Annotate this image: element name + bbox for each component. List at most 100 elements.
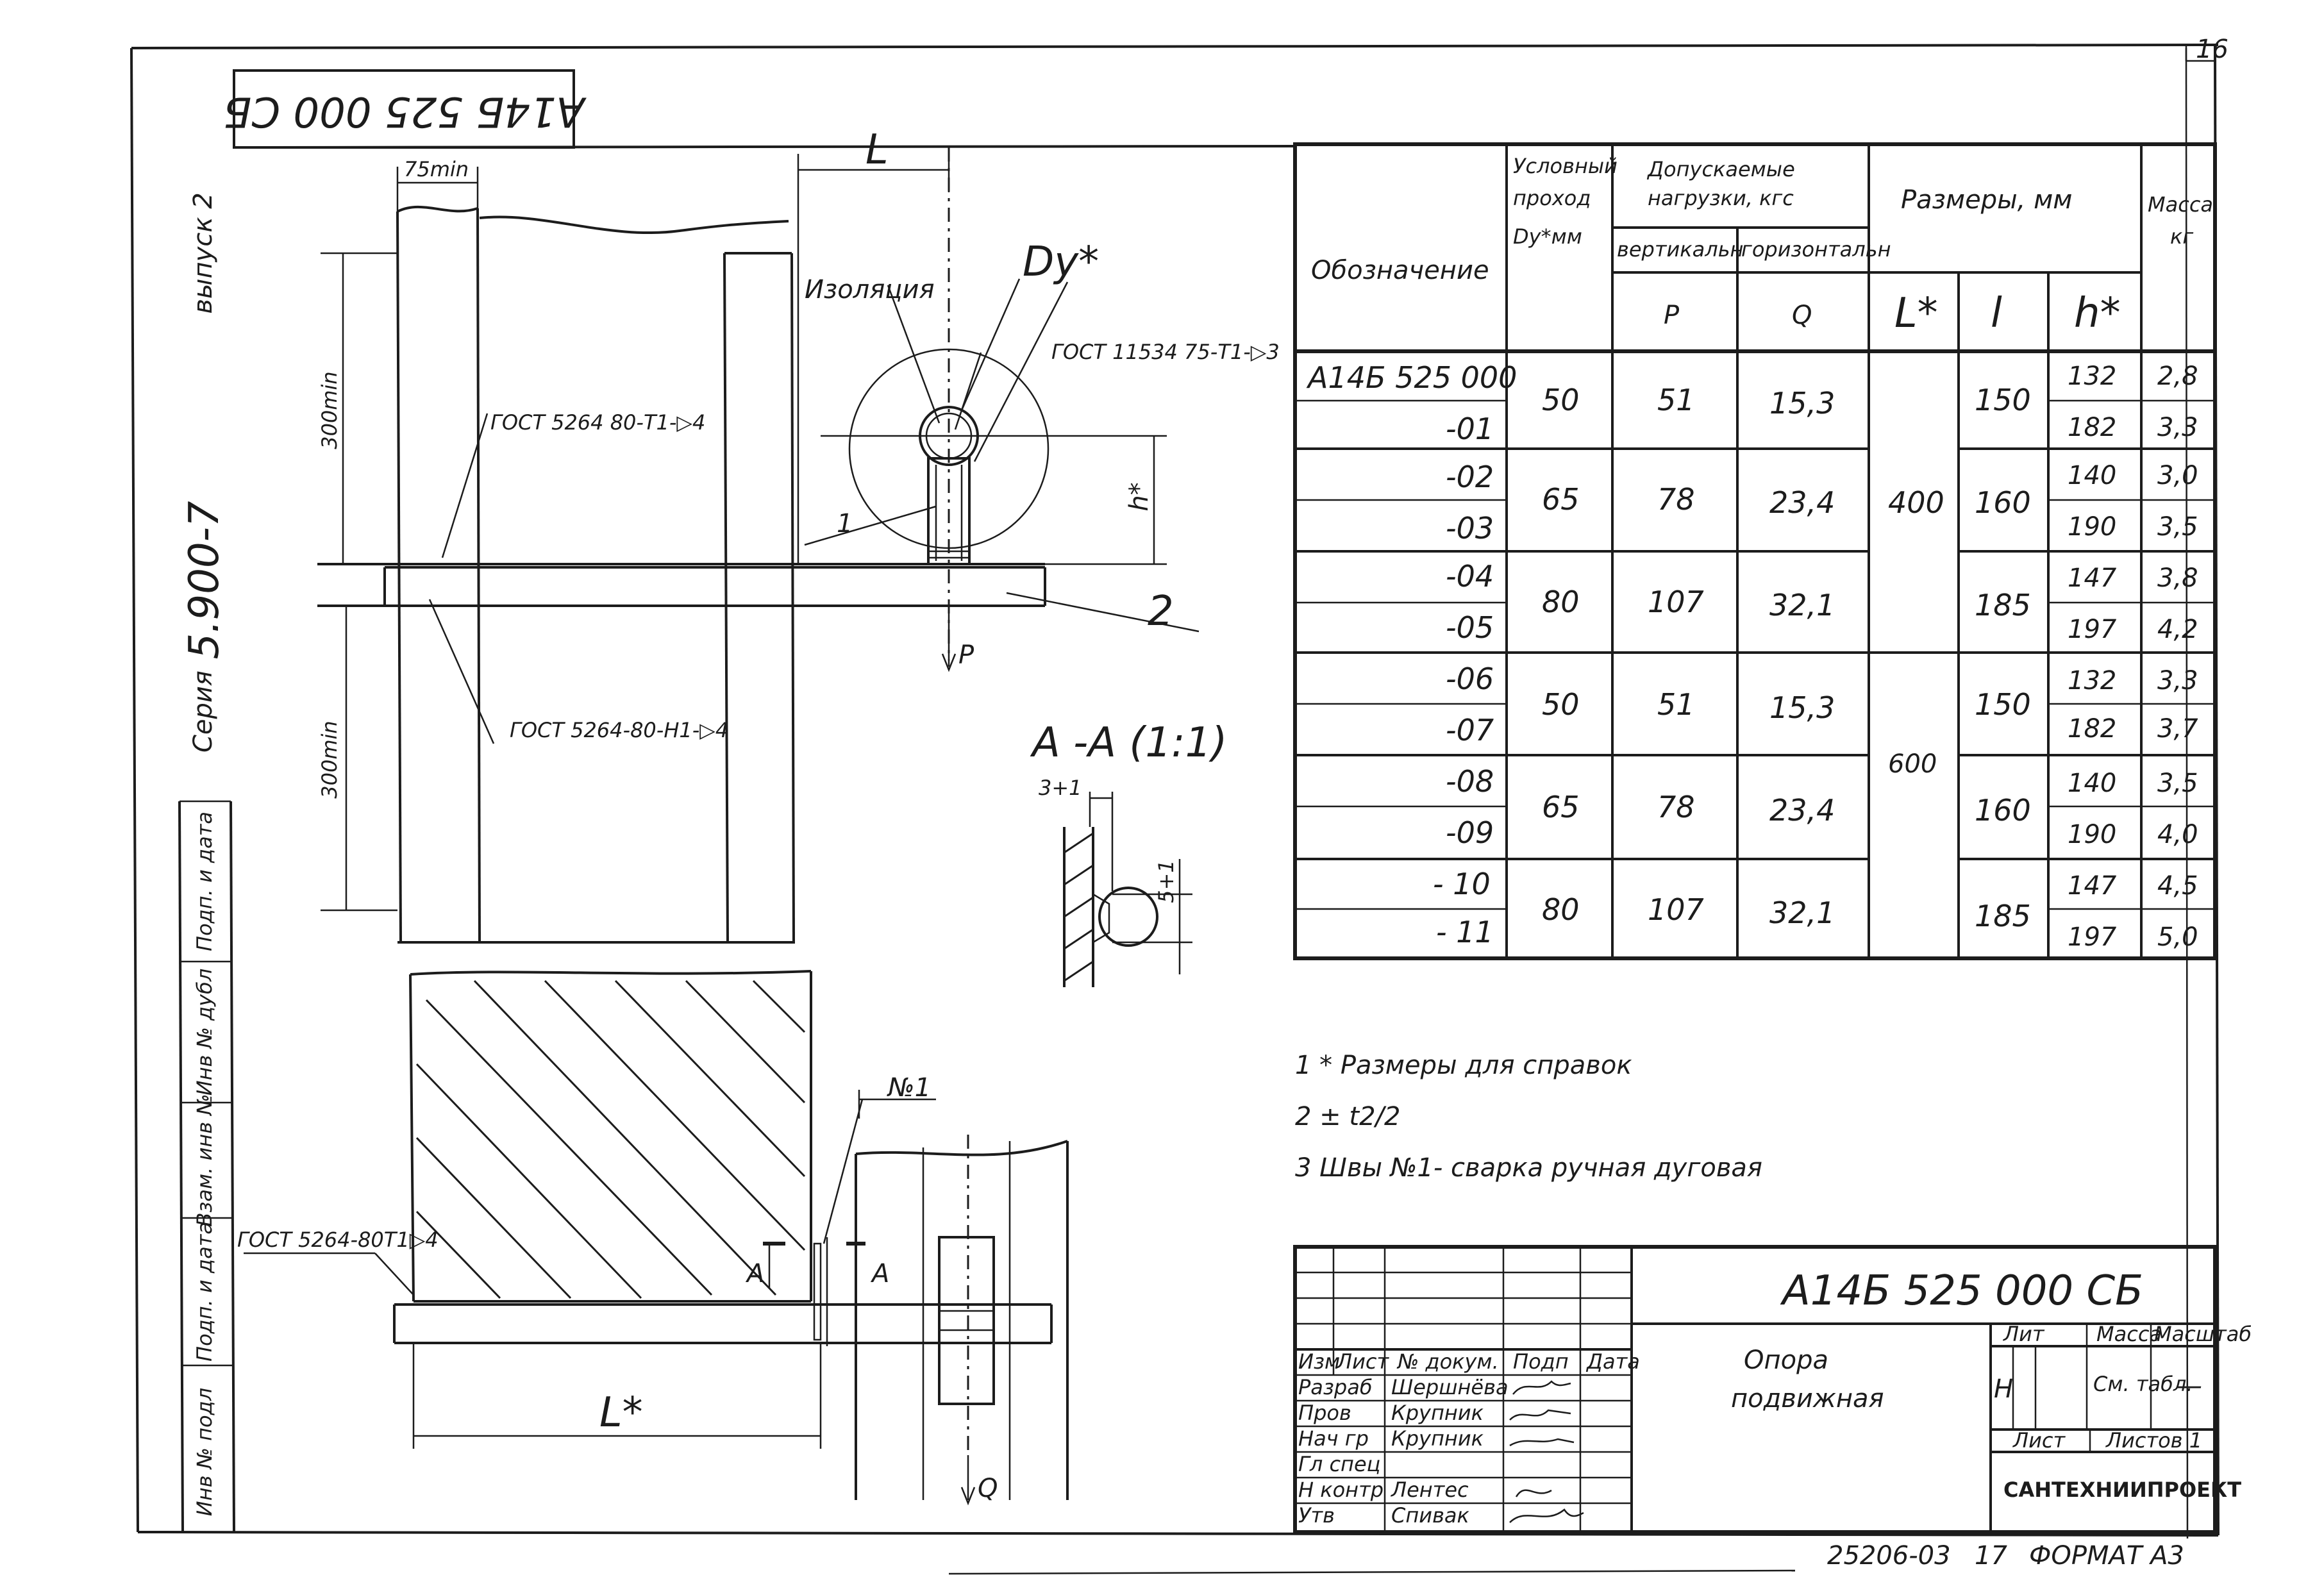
position-1: 1 [837, 509, 853, 538]
h-cell: 132 [2068, 666, 2116, 696]
col-h: 132 182 140 190 147 197 132 182 140 190 … [2068, 362, 2117, 952]
weld-no1: №1 [887, 1073, 931, 1103]
col-list: Лист [1336, 1349, 1389, 1374]
footer-doc: 25206-03 [1827, 1541, 1951, 1571]
stamp-podp-data-1: Подп. и дата [192, 1222, 217, 1362]
mass-cell: 3,5 [2157, 769, 2198, 798]
dn-cell: 65 [1542, 790, 1580, 824]
col-doc: № докум. [1396, 1349, 1499, 1374]
name-nach-gr: Крупник [1391, 1426, 1484, 1451]
insulation-label: Изоляция [805, 275, 935, 304]
l-cell: 150 [1975, 383, 2031, 417]
dim-dy: Dу* [1023, 238, 1099, 286]
hdr-loads-2: нагрузки, кгс [1648, 186, 1794, 210]
title-code: А14Б 525 000 СБ [1780, 1267, 2143, 1315]
weld-gost-bottom: ГОСТ 5264-80Т1▷4 [237, 1228, 439, 1252]
dn-cell: 65 [1542, 482, 1580, 517]
hdr-L: L* [1894, 290, 1938, 337]
lit-label: Лит [2003, 1322, 2045, 1346]
mass-cell: 3,0 [2157, 461, 2198, 490]
h-cell: 140 [2068, 769, 2116, 798]
hdr-loads-1: Допускаемые [1646, 157, 1795, 181]
position-2: 2 [1148, 588, 1174, 635]
col-podp: Подп [1513, 1349, 1569, 1374]
designation-cell: -02 [1446, 460, 1494, 494]
spec-table-grid [1293, 142, 2217, 960]
designation-cell: -03 [1446, 511, 1494, 546]
l-cell: 150 [1975, 687, 2031, 722]
section-a-a [1063, 792, 1192, 987]
dim-300-top: 300min [317, 371, 342, 449]
weld-gost-top: ГОСТ 11534 75-Т1-▷3 [1051, 340, 1280, 364]
role-utv: Утв [1298, 1503, 1335, 1528]
force-q: Q [978, 1474, 998, 1503]
dn-cell: 80 [1542, 892, 1580, 927]
designation-cell: - 10 [1433, 867, 1491, 901]
h-cell: 182 [2068, 714, 2116, 744]
mass-value: См. табл. [2093, 1372, 2193, 1396]
dn-cell: 50 [1542, 383, 1580, 417]
elevation-view [317, 147, 1200, 944]
dim-l-top: L [865, 126, 889, 174]
mass-cell: 3,8 [2157, 563, 2198, 593]
L-cell: 600 [1888, 749, 1937, 779]
mass-cell: 3,7 [2157, 714, 2198, 744]
scale-value: — [2177, 1371, 2202, 1401]
designation-cell: А14Б 525 000 [1306, 360, 1517, 395]
q-cell: 32,1 [1769, 896, 1835, 930]
h-cell: 197 [2068, 615, 2117, 644]
role-prov: Пров [1298, 1401, 1351, 1425]
weld-gost-left-2: ГОСТ 5264-80-Н1-▷4 [510, 718, 728, 742]
series-label: Серия [188, 671, 218, 753]
name-prov: Крупник [1391, 1401, 1484, 1425]
role-n-kontr: Н контр [1298, 1478, 1384, 1502]
title-block-grid [1293, 1245, 2217, 1534]
col-L: 400 600 [1888, 485, 1944, 779]
designation-cell: -07 [1446, 713, 1494, 747]
role-gl-spec: Гл спец [1298, 1452, 1380, 1476]
signatures [1509, 1380, 1584, 1523]
dim-75min: 75min [404, 157, 469, 181]
stamp-podp-data-2: Подп. и дата [192, 812, 217, 951]
mass-cell: 3,3 [2157, 666, 2198, 696]
name-utv: Спивак [1391, 1503, 1470, 1528]
stamp-vzam-inv: Взам. инв № [192, 1094, 217, 1226]
col-q: 15,3 23,4 32,1 15,3 23,4 32,1 [1769, 386, 1835, 930]
footer: 25206-03 17 ФОРМАТ А3 [948, 1541, 2184, 1575]
hdr-mass-1: Масса, [2148, 192, 2220, 217]
cut-a-left: А [745, 1259, 764, 1288]
title-col-headers: Изм Лист № докум. Подп Дата [1298, 1349, 1640, 1374]
q-cell: 32,1 [1769, 588, 1835, 622]
hdr-designation: Обозначение [1311, 256, 1489, 285]
designation-cell: -09 [1446, 815, 1494, 850]
footer-format: ФОРМАТ А3 [2029, 1541, 2184, 1571]
h-cell: 190 [2068, 512, 2116, 542]
p-cell: 107 [1648, 585, 1704, 619]
hdr-h: h* [2074, 290, 2121, 337]
p-cell: 78 [1657, 790, 1695, 824]
role-nach-gr: Нач гр [1298, 1426, 1369, 1451]
L-cell: 400 [1888, 485, 1944, 520]
designation-cell: - 11 [1436, 915, 1494, 949]
h-cell: 140 [2068, 461, 2116, 490]
dim-L-star: L* [599, 1389, 643, 1437]
q-cell: 15,3 [1769, 386, 1835, 421]
dim-h-star: h* [1124, 482, 1154, 511]
hdr-dn-1: Условный [1513, 154, 1618, 178]
l-cell: 185 [1975, 588, 2031, 622]
l-cell: 160 [1975, 485, 2031, 520]
plan-view [244, 970, 1069, 1506]
mass-cell: 4,0 [2157, 820, 2198, 849]
sheets-label: Листов 1 [2105, 1428, 2202, 1453]
note-1: 1 * Размеры для справок [1295, 1051, 1632, 1080]
mass-cell: 2,8 [2157, 362, 2198, 391]
mass-cell: 4,2 [2157, 615, 2198, 644]
col-dn: 50 65 80 50 65 80 [1542, 383, 1580, 927]
note-2: 2 ± t2/2 [1295, 1102, 1400, 1131]
col-l: 150 160 185 150 160 185 [1975, 383, 2031, 933]
name-razrab: Шершнёва [1391, 1375, 1509, 1399]
hdr-dn-3: Dу*мм [1513, 224, 1582, 249]
title-roles: Разраб Пров Нач гр Гл спец Н контр Утв [1298, 1375, 1384, 1528]
left-stamp-labels: Инв № подл Подп. и дата Взам. инв № Инв … [192, 812, 217, 1516]
